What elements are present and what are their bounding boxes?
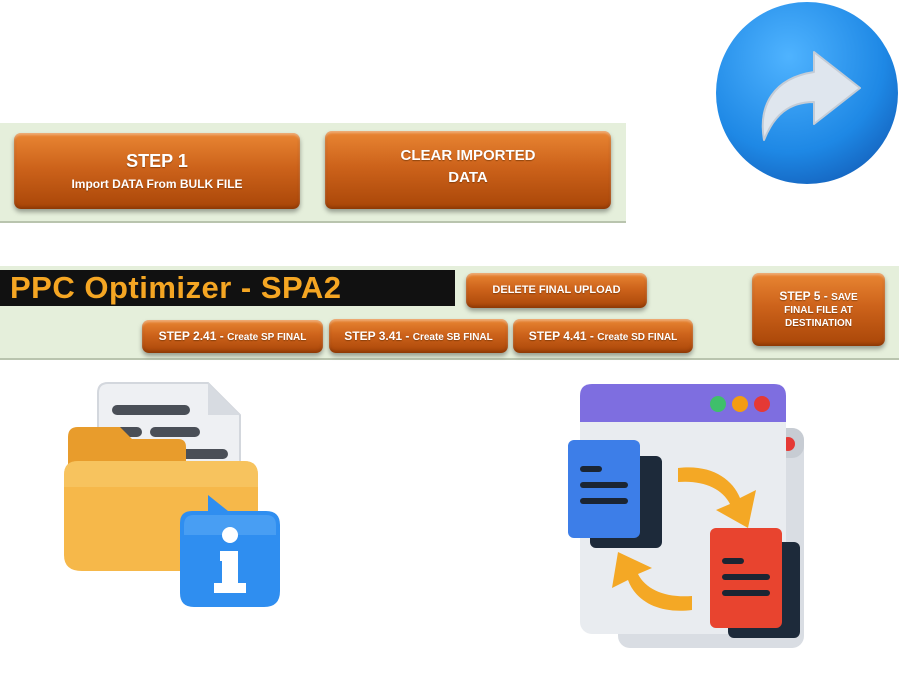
step5-line2: FINAL FILE AT [784, 305, 853, 317]
folder-info-icon [64, 382, 280, 607]
step441-label: Create SD FINAL [597, 331, 678, 343]
step1-title: STEP 1 [126, 151, 188, 171]
step241-prefix: STEP 2.41 - [158, 329, 224, 343]
share-arrow-icon[interactable] [714, 0, 899, 186]
step5-line1-rest: SAVE [831, 291, 858, 303]
clear-line1: CLEAR IMPORTED [400, 147, 536, 164]
step5-line3: DESTINATION [784, 318, 853, 330]
file-transfer-icon [568, 384, 804, 648]
step341-label: Create SB FINAL [412, 331, 493, 343]
page-title: PPC Optimizer - SPA2 [0, 270, 455, 306]
clear-imported-data-button[interactable]: CLEAR IMPORTED DATA [325, 131, 611, 209]
clear-line2: DATA [448, 169, 488, 186]
step341-create-sb-final-button[interactable]: STEP 3.41 - Create SB FINAL [329, 319, 508, 353]
step241-label: Create SP FINAL [227, 332, 307, 343]
step1-import-button[interactable]: STEP 1 Import DATA From BULK FILE [14, 133, 300, 209]
step5-save-final-file-button[interactable]: STEP 5 - SAVE FINAL FILE AT DESTINATION [752, 273, 885, 346]
step1-subtitle: Import DATA From BULK FILE [71, 176, 243, 191]
step441-prefix: STEP 4.41 - [528, 328, 594, 343]
step341-prefix: STEP 3.41 - [344, 328, 410, 343]
delete-final-upload-button[interactable]: DELETE FINAL UPLOAD [466, 273, 647, 308]
step5-prefix: STEP 5 - [779, 288, 828, 303]
step441-create-sd-final-button[interactable]: STEP 4.41 - Create SD FINAL [513, 319, 693, 353]
step241-create-sp-final-button[interactable]: STEP 2.41 - Create SP FINAL [142, 320, 323, 353]
